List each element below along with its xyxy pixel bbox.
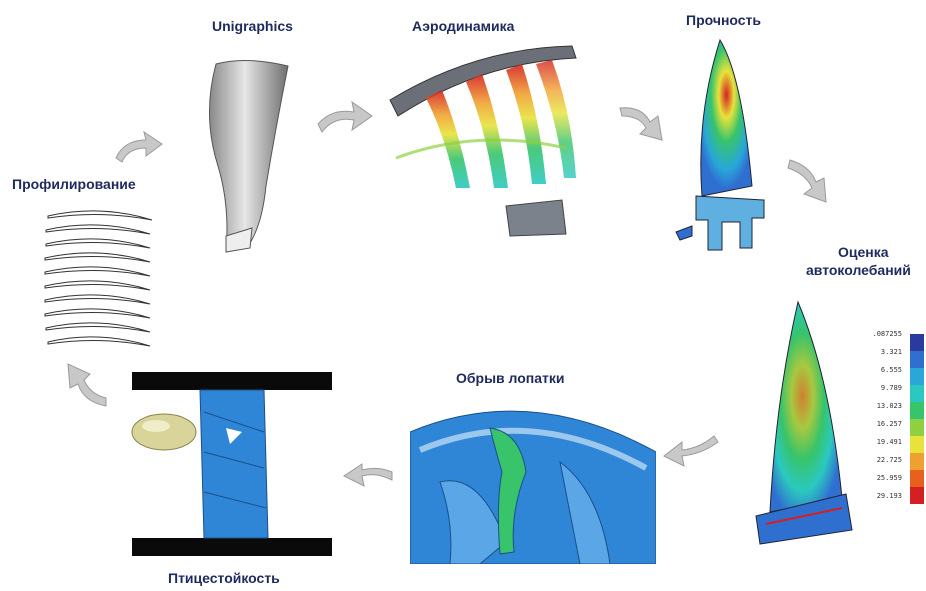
legend-swatch (910, 470, 924, 487)
legend-swatch (910, 351, 924, 368)
legend-tick: .087255 (854, 330, 902, 338)
legend-tick: 19.491 (854, 438, 902, 446)
flow-arrow-icon (316, 98, 374, 134)
stage-label-blade-off: Обрыв лопатки (456, 370, 565, 386)
legend-tick: 6.555 (854, 366, 902, 374)
airfoil-sections-image (40, 206, 160, 348)
legend-swatch (910, 487, 924, 504)
bird-strike-image (130, 372, 334, 556)
stage-label-unigraphics: Unigraphics (212, 18, 293, 34)
flow-arrow-icon (618, 100, 670, 142)
color-legend: .087255 3.321 6.555 9.789 13.023 16.257 … (874, 330, 924, 505)
strength-fea-image (672, 36, 778, 262)
blade-off-image (410, 392, 656, 564)
flow-arrow-icon (114, 128, 164, 164)
flutter-fea-image (746, 298, 856, 548)
stage-label-aerodynamics: Аэродинамика (412, 18, 514, 34)
stage-label-bird-strike: Птицестойкость (168, 570, 280, 586)
stage-label-flutter-1: Оценка (838, 244, 889, 260)
legend-tick: 22.725 (854, 456, 902, 464)
flow-arrow-icon (58, 362, 108, 410)
flow-arrow-icon (342, 460, 394, 494)
stage-label-flutter-2: автоколебаний (806, 262, 911, 278)
legend-swatch (910, 419, 924, 436)
aerodynamics-cascade-image (386, 38, 582, 238)
legend-tick: 3.321 (854, 348, 902, 356)
flow-arrow-icon (662, 434, 720, 474)
legend-swatch (910, 334, 924, 351)
legend-tick: 25.959 (854, 474, 902, 482)
legend-tick: 9.789 (854, 384, 902, 392)
legend-tick: 16.257 (854, 420, 902, 428)
legend-swatch (910, 453, 924, 470)
stage-label-profiling: Профилирование (12, 176, 136, 192)
blade-cad-image (196, 56, 296, 256)
legend-swatch (910, 385, 924, 402)
stage-label-strength: Прочность (686, 12, 761, 28)
legend-tick: 13.023 (854, 402, 902, 410)
legend-swatch (910, 436, 924, 453)
legend-tick: 29.193 (854, 492, 902, 500)
flow-arrow-icon (786, 154, 836, 204)
legend-swatch (910, 402, 924, 419)
legend-swatch (910, 368, 924, 385)
